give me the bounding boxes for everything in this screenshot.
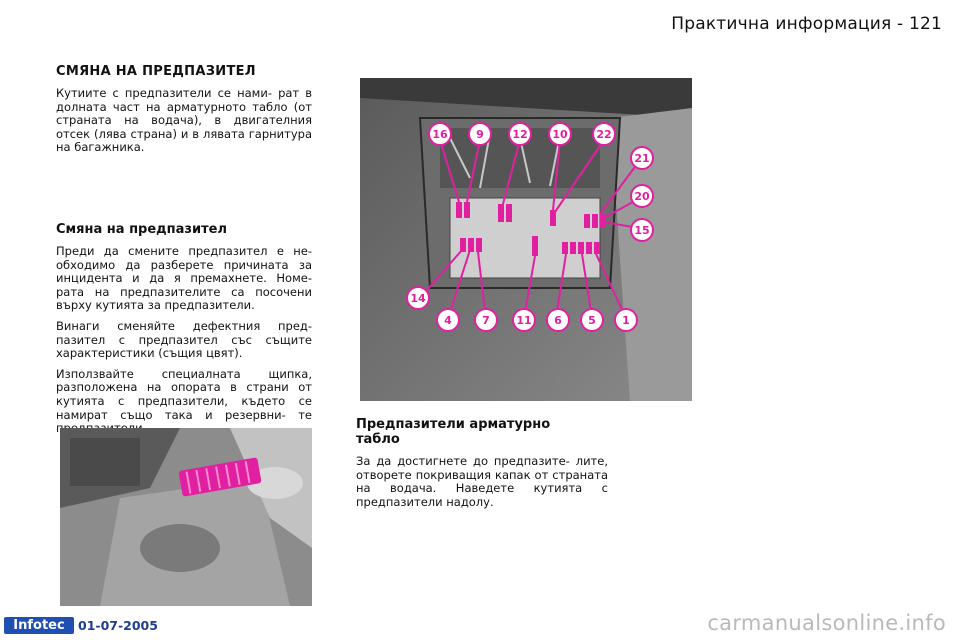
- watermark: carmanualsonline.info: [707, 611, 946, 635]
- fuse-clip-photo: [60, 428, 312, 606]
- fuse-box-photo: 16 9 12 10 22 21 20 15 14 4 7 11 6 5 1: [360, 78, 692, 401]
- dashboard-fuses-heading: Предпазители арматурно табло: [356, 417, 551, 447]
- hand-holding-fuse-box-illustration: [60, 428, 312, 606]
- main-heading: СМЯНА НА ПРЕДПАЗИТЕЛ: [56, 64, 256, 79]
- fuse-callout-15: 15: [630, 218, 654, 242]
- dashboard-fuses-text: За да достигнете до предпазите- лите, от…: [356, 454, 608, 509]
- page-header: Практична информация - 121: [671, 14, 942, 34]
- fuse-callout-4: 4: [436, 308, 460, 332]
- paragraph: Винаги сменяйте дефектния пред- пазител …: [56, 318, 312, 361]
- right-column: Предпазители арматурно табло За да дости…: [356, 417, 608, 516]
- fuse-callout-12: 12: [508, 122, 532, 146]
- fuse-callout-10: 10: [548, 122, 572, 146]
- fuse-label: 1: [622, 314, 630, 327]
- fuse-callout-16: 16: [428, 122, 452, 146]
- fuse-callout-6: 6: [546, 308, 570, 332]
- fuse-label: 12: [512, 128, 527, 141]
- paragraph: Използвайте специалната щипка, разположе…: [56, 366, 312, 435]
- fuse-label: 14: [410, 292, 426, 305]
- paragraph: Преди да смените предпазител е не- обход…: [56, 243, 312, 313]
- fuse-callout-7: 7: [474, 308, 498, 332]
- fuse-label: 11: [516, 314, 531, 327]
- fuse-label: 6: [554, 314, 562, 327]
- fuse-label: 16: [432, 128, 448, 141]
- infotec-logo: Infotec: [4, 617, 74, 634]
- fuse-callout-22: 22: [592, 122, 616, 146]
- fuse-label: 5: [588, 314, 596, 327]
- intro-paragraph: Кутиите с предпазители се нами- рат в до…: [56, 86, 312, 155]
- fuse-callout-14: 14: [406, 286, 430, 310]
- fuse-label: 10: [552, 128, 568, 141]
- fuse-label: 22: [596, 128, 611, 141]
- fuse-label: 15: [634, 224, 649, 237]
- fuse-callout-9: 9: [468, 122, 492, 146]
- fuse-box-illustration: 16 9 12 10 22 21 20 15 14 4 7 11 6 5 1: [360, 78, 692, 401]
- sub-heading: Смяна на предпазител: [56, 221, 227, 237]
- fuse-label: 20: [634, 190, 650, 203]
- fuse-label: 4: [444, 314, 452, 327]
- fuse-callout-21: 21: [630, 146, 654, 170]
- fuse-callout-1: 1: [614, 308, 638, 332]
- fuse-label: 21: [634, 152, 649, 165]
- fuse-label: 7: [482, 314, 490, 327]
- fuse-callout-11: 11: [512, 308, 536, 332]
- left-column: СМЯНА НА ПРЕДПАЗИТЕЛ Кутиите с предпазит…: [56, 64, 312, 443]
- fuse-label: 9: [476, 128, 484, 141]
- footer-date: 01-07-2005: [78, 618, 158, 633]
- fuse-callout-20: 20: [630, 184, 654, 208]
- fuse-callout-5: 5: [580, 308, 604, 332]
